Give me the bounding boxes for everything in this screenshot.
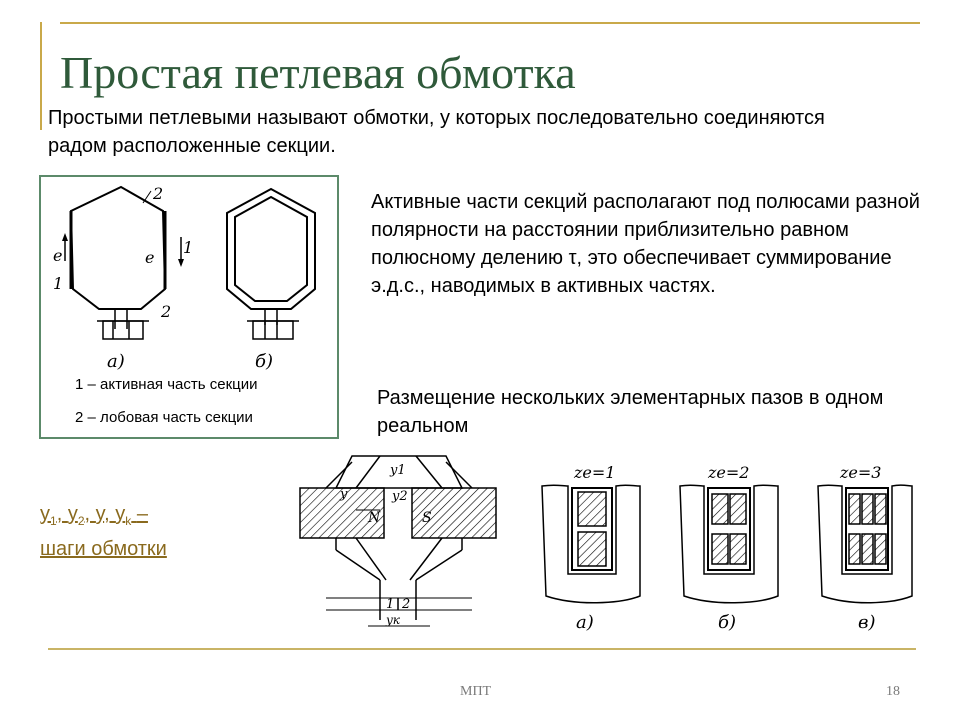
label-ze1: ze=1 [573, 463, 615, 482]
step-dash: – [136, 503, 148, 525]
slots-label-c: в) [858, 612, 876, 633]
decor-horizontal-line [60, 22, 920, 24]
section-figure-box: 2 e 1 e 1 2 а) б) 1 – активная часть сек… [39, 175, 339, 439]
slide-title: Простая петлевая обмотка [60, 47, 576, 98]
page-number: 18 [886, 684, 900, 699]
decor-vertical-line [40, 22, 42, 130]
mark-1-left: 1 [53, 274, 63, 293]
step-y1: y1 [40, 503, 57, 528]
label-y1: y1 [389, 463, 406, 478]
label-collector-2: 2 [401, 597, 410, 612]
step-y2: y2 [67, 503, 85, 528]
winding-diagram: y1 y y2 N S 1 2 yк [299, 455, 497, 627]
slots-label-b: б) [718, 612, 736, 633]
slot-c: ze=3 в) [817, 463, 913, 633]
slots-label-a: а) [576, 612, 594, 633]
slot-b: ze=2 б) [679, 463, 779, 633]
legend-active-part: 1 – активная часть секции [75, 376, 258, 393]
mark-e-left: e [53, 246, 62, 265]
step-y: y [95, 503, 105, 525]
label-a: а) [107, 351, 125, 371]
step-yk: yk [115, 503, 132, 528]
section-diagram-a: 2 e 1 e 1 2 а) [53, 184, 193, 371]
steps-caption: шаги обмотки [40, 538, 167, 560]
slots-diagram: ze=1 а) ze=2 б) ze=3 в) [541, 463, 913, 633]
slot-a: ze=1 а) [541, 463, 641, 633]
label-ze2: ze=2 [707, 463, 749, 482]
label-b: б) [255, 351, 273, 371]
label-ze3: ze=3 [839, 463, 881, 482]
mark-2-top: 2 [152, 184, 163, 203]
label-y2: y2 [391, 489, 408, 504]
slot-placement-caption: Размещение нескольких элементарных пазов… [377, 387, 884, 437]
legend-end-part: 2 – лобовая часть секции [75, 409, 253, 426]
label-pole-n: N [367, 510, 381, 526]
label-pole-s: S [422, 510, 432, 526]
winding-steps-link[interactable]: y1, y2, y, yk – шаги обмотки [40, 503, 167, 560]
footer-line [48, 648, 916, 650]
mark-2-bottom: 2 [160, 302, 171, 321]
section-diagram-b: б) [226, 187, 316, 371]
footer-label: МПТ [460, 684, 492, 699]
mark-e-right: e [145, 248, 154, 267]
label-yk: yк [385, 613, 401, 627]
label-y: y [339, 487, 348, 502]
mark-1-right: 1 [183, 238, 193, 257]
intro-paragraph: Простыми петлевыми называют обмотки, у к… [48, 107, 825, 157]
active-parts-paragraph: Активные части секций располагают под по… [371, 191, 920, 297]
label-collector-1: 1 [386, 597, 394, 612]
